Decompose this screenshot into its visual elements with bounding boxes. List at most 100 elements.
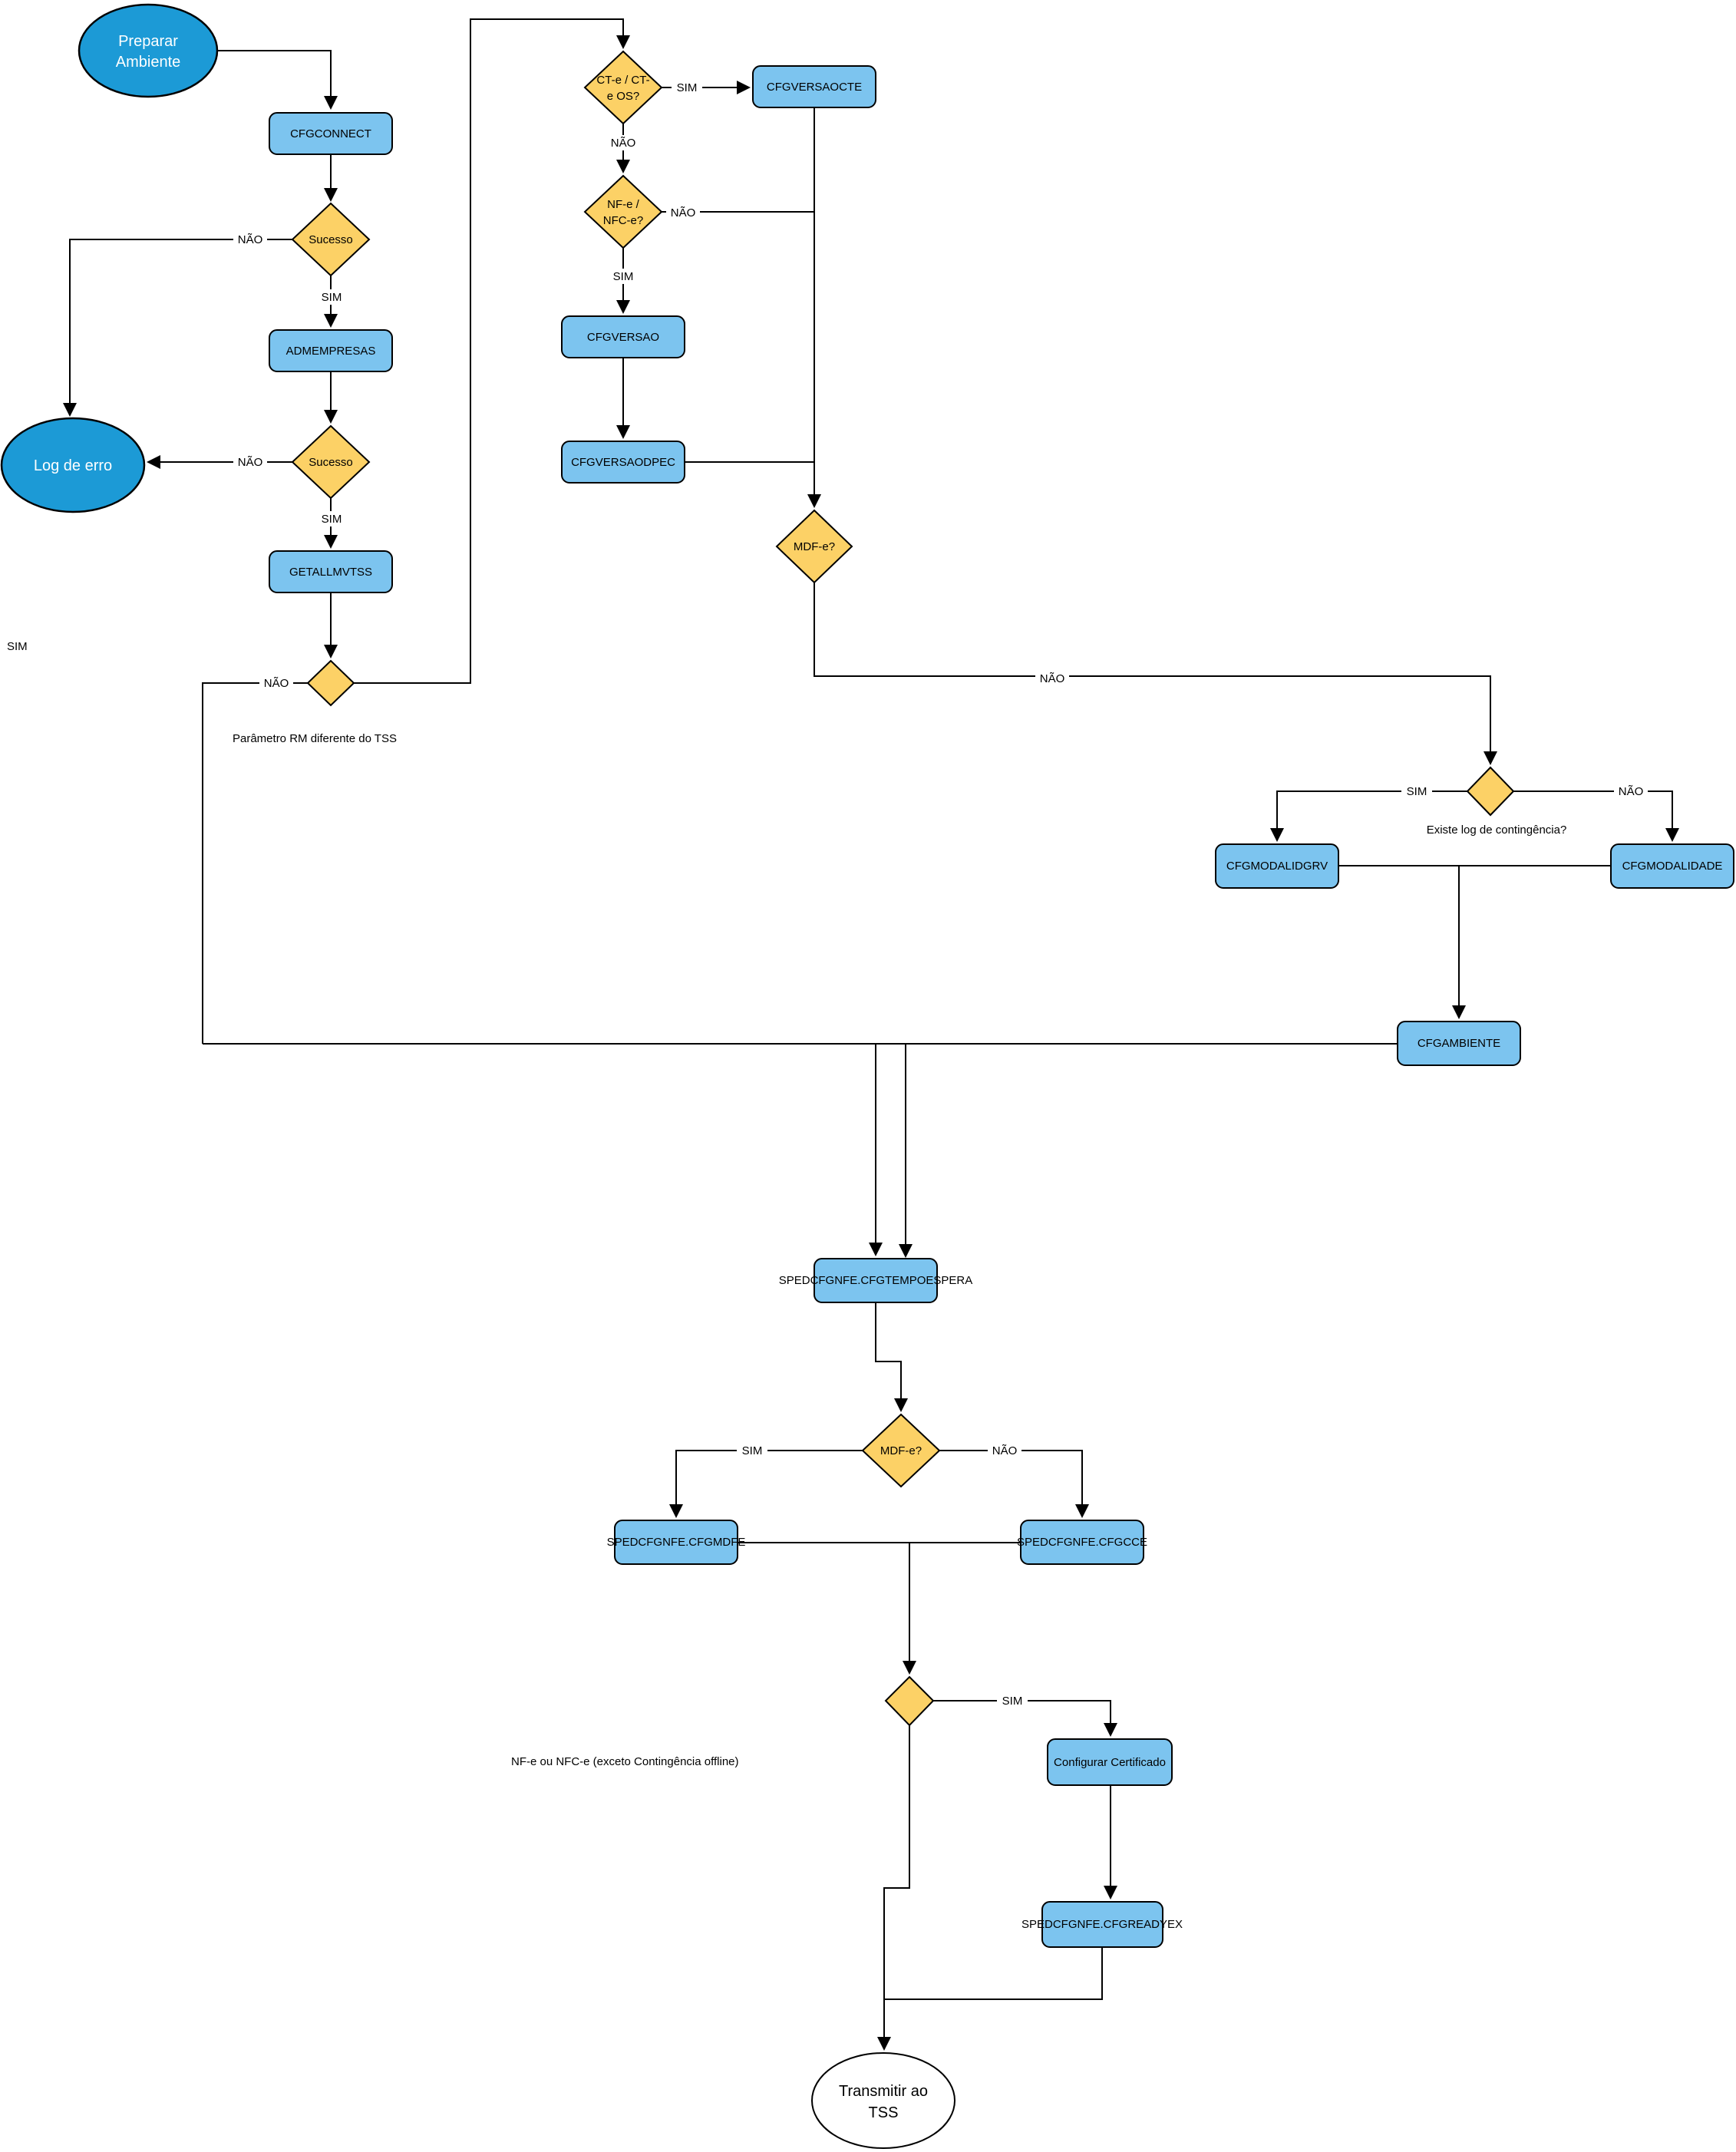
cfgconnect-box[interactable]: [269, 112, 393, 155]
edge-label-nfe-nao: NÃO: [666, 205, 700, 220]
edge-label-mdfe2-nao: NÃO: [988, 1443, 1021, 1458]
edge-label-param-nao: NÃO: [259, 675, 293, 691]
node-readyex[interactable]: SPEDCFGNFE.CFGREADYEX: [1021, 1901, 1183, 1948]
edge-label-nfe-sim: SIM: [608, 269, 639, 284]
sucesso1-sim-text: SIM: [322, 291, 342, 304]
stray-sim-text: SIM: [7, 640, 28, 653]
annotations: Parâmetro RM diferente do TSS Existe log…: [233, 732, 1566, 1768]
mdfe1-diamond[interactable]: [775, 509, 853, 584]
annotation-nfe-note: NF-e ou NFC-e (exceto Contingência offli…: [511, 1755, 739, 1768]
cfgcce-box[interactable]: [1020, 1520, 1144, 1565]
edge-labels: NÃO SIM NÃO SIM NÃO SIM SIM NÃO: [7, 80, 1648, 1708]
getallmvtss-box[interactable]: [269, 550, 393, 593]
node-cfgversaodpec[interactable]: CFGVERSAODPEC: [561, 441, 685, 484]
node-sucesso1[interactable]: Sucesso: [291, 202, 371, 277]
edge-label-sucesso1-nao: NÃO: [233, 232, 267, 247]
start-ellipse[interactable]: [78, 3, 219, 98]
edge-tempoespera-to-mdfe2: [875, 1302, 908, 1412]
edge-start-to-cfgconnect: [217, 50, 338, 110]
node-d3-decision[interactable]: [884, 1675, 935, 1727]
config-cert-label: Configurar Certificado: [1054, 1756, 1166, 1769]
node-log-de-erro[interactable]: Log de erro: [0, 417, 146, 513]
node-admempresas[interactable]: ADMEMPRESAS: [269, 329, 393, 372]
node-cfgversao[interactable]: CFGVERSAO: [561, 315, 685, 358]
cte-sim-text: SIM: [677, 81, 698, 94]
cfgmodalidade-box[interactable]: [1610, 843, 1734, 889]
cfgmodalidgrv-box[interactable]: [1215, 843, 1339, 889]
end-ellipse[interactable]: [811, 2052, 955, 2149]
cfgmdfe-box[interactable]: [614, 1520, 738, 1565]
annotation-contingencia-question: Existe log de contingência?: [1427, 824, 1567, 837]
node-mdfe2-decision[interactable]: MDF-e?: [861, 1413, 941, 1488]
cte-label-line2: e OS?: [607, 90, 640, 103]
edge-mdfe2-sim-to-cfgmdfe: [669, 1450, 863, 1518]
node-cfgversaocte[interactable]: CFGVERSAOCTE: [752, 65, 876, 108]
annotation-param-note: Parâmetro RM diferente do TSS: [233, 732, 397, 745]
cont-nao-text: NÃO: [1619, 785, 1644, 798]
edge-label-mdfe1-nao: NÃO: [1035, 671, 1069, 686]
edge-param-sim-up-to-cte: [354, 18, 630, 684]
sucesso2-diamond[interactable]: [291, 424, 371, 500]
node-cfgcce[interactable]: SPEDCFGNFE.CFGCCE: [1017, 1520, 1147, 1565]
cte-diamond[interactable]: [583, 50, 663, 125]
sucesso1-label: Sucesso: [309, 233, 353, 246]
node-cte-decision[interactable]: CT-e / CT- e OS?: [583, 50, 663, 125]
cfgmdfe-label: SPEDCFGNFE.CFGMDFE: [607, 1536, 746, 1549]
mdfe2-label: MDF-e?: [880, 1444, 922, 1457]
cfgversao-box[interactable]: [561, 315, 685, 358]
admempresas-label: ADMEMPRESAS: [286, 345, 376, 358]
node-cfgmodalidade[interactable]: CFGMODALIDADE: [1610, 843, 1734, 889]
node-start[interactable]: Preparar Ambiente: [78, 3, 219, 98]
cert-sim-text: SIM: [1002, 1695, 1023, 1708]
cfgconnect-label: CFGCONNECT: [290, 127, 371, 140]
edge-d3-down-to-end: [877, 1725, 910, 2051]
nfe-sim-text: SIM: [613, 270, 634, 283]
cont-sim-text: SIM: [1407, 785, 1427, 798]
node-cfgconnect[interactable]: CFGCONNECT: [269, 112, 393, 155]
getallmvtss-label: GETALLMVTSS: [289, 566, 372, 579]
edge-mdfe2-nao-to-cfgcce: [939, 1450, 1089, 1518]
contingencia-diamond[interactable]: [1466, 766, 1515, 817]
mdfe2-diamond[interactable]: [861, 1413, 941, 1488]
node-cfgmodalidgrv[interactable]: CFGMODALIDGRV: [1215, 843, 1339, 889]
nfe-nao-text: NÃO: [671, 206, 696, 219]
edge-label-cte-sim: SIM: [672, 80, 702, 95]
start-label-line1: Preparar: [118, 33, 178, 50]
sucesso2-sim-text: SIM: [322, 513, 342, 526]
tempoespera-box[interactable]: [814, 1258, 938, 1303]
sucesso1-nao-text: NÃO: [238, 233, 263, 246]
nfe-diamond[interactable]: [583, 174, 663, 249]
readyex-label: SPEDCFGNFE.CFGREADYEX: [1021, 1918, 1183, 1931]
param-nao-text: NÃO: [264, 677, 289, 690]
mdfe2-sim-text: SIM: [742, 1444, 763, 1457]
cfgversaodpec-label: CFGVERSAODPEC: [571, 456, 675, 469]
node-cfgmdfe[interactable]: SPEDCFGNFE.CFGMDFE: [607, 1520, 746, 1565]
log-erro-ellipse[interactable]: [0, 417, 146, 513]
admempresas-box[interactable]: [269, 329, 393, 372]
cfgversaocte-label: CFGVERSAOCTE: [767, 81, 862, 94]
node-cfgambiente[interactable]: CFGAMBIENTE: [1397, 1021, 1521, 1066]
node-getallmvtss[interactable]: GETALLMVTSS: [269, 550, 393, 593]
readyex-box[interactable]: [1041, 1901, 1163, 1948]
config-cert-box[interactable]: [1047, 1738, 1173, 1786]
cte-label-line1: CT-e / CT-: [596, 74, 649, 87]
cfgcce-label: SPEDCFGNFE.CFGCCE: [1017, 1536, 1147, 1549]
cfgversaodpec-box[interactable]: [561, 441, 685, 484]
node-tempoespera[interactable]: SPEDCFGNFE.CFGTEMPOESPERA: [779, 1258, 973, 1303]
node-nfe-decision[interactable]: NF-e / NFC-e?: [583, 174, 663, 249]
node-contingencia-decision[interactable]: [1466, 766, 1515, 817]
node-param-decision[interactable]: [306, 659, 355, 707]
node-end[interactable]: Transmitir ao TSS: [811, 2052, 955, 2149]
node-sucesso2[interactable]: Sucesso: [291, 424, 371, 500]
log-erro-label: Log de erro: [34, 457, 112, 474]
cfgambiente-box[interactable]: [1397, 1021, 1521, 1066]
edge-label-mdfe2-sim: SIM: [737, 1443, 767, 1458]
d3-diamond[interactable]: [884, 1675, 935, 1727]
node-mdfe1-decision[interactable]: MDF-e?: [775, 509, 853, 584]
edge-label-cert-sim: SIM: [997, 1693, 1028, 1708]
cfgversaocte-box[interactable]: [752, 65, 876, 108]
param-diamond[interactable]: [306, 659, 355, 707]
node-configurar-certificado[interactable]: Configurar Certificado: [1047, 1738, 1173, 1786]
sucesso1-diamond[interactable]: [291, 202, 371, 277]
